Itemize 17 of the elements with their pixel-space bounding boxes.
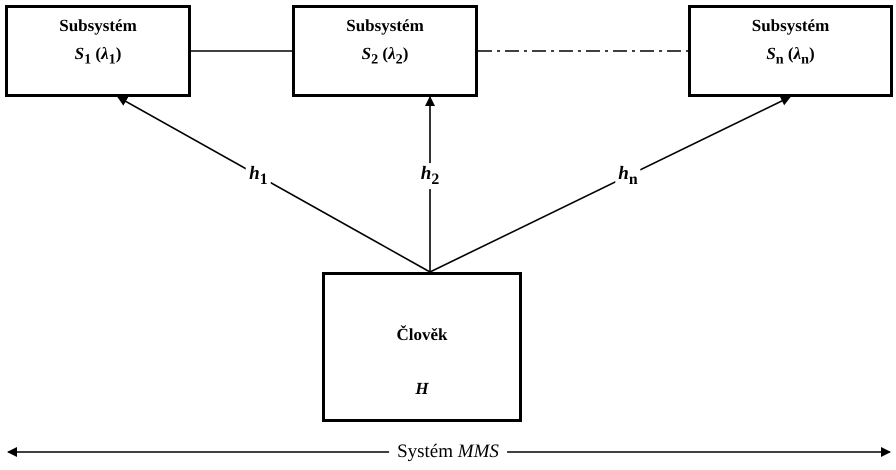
arrow	[117, 96, 430, 273]
node-symbol: S$_{n}$ (λ$_{n}$)	[765, 44, 816, 68]
arrow	[430, 96, 791, 273]
node-title: Člověk	[396, 325, 448, 345]
subsystem-box	[5, 5, 191, 97]
subsystem-box	[292, 5, 478, 97]
subsystem-box	[688, 5, 893, 97]
connector-line	[478, 50, 688, 52]
node-title: Subsystém	[345, 16, 425, 36]
node-symbol: S$_{1}$ (λ$_{1}$)	[74, 44, 122, 68]
node-title: Subsystém	[750, 16, 830, 36]
system-label: Systém MMS	[389, 441, 507, 463]
connector-line	[191, 50, 292, 52]
node-symbol: H	[414, 379, 430, 399]
node-title: Subsystém	[58, 16, 138, 36]
human-box	[322, 272, 522, 422]
node-symbol: S$_{2}$ (λ$_{2}$)	[360, 44, 410, 68]
